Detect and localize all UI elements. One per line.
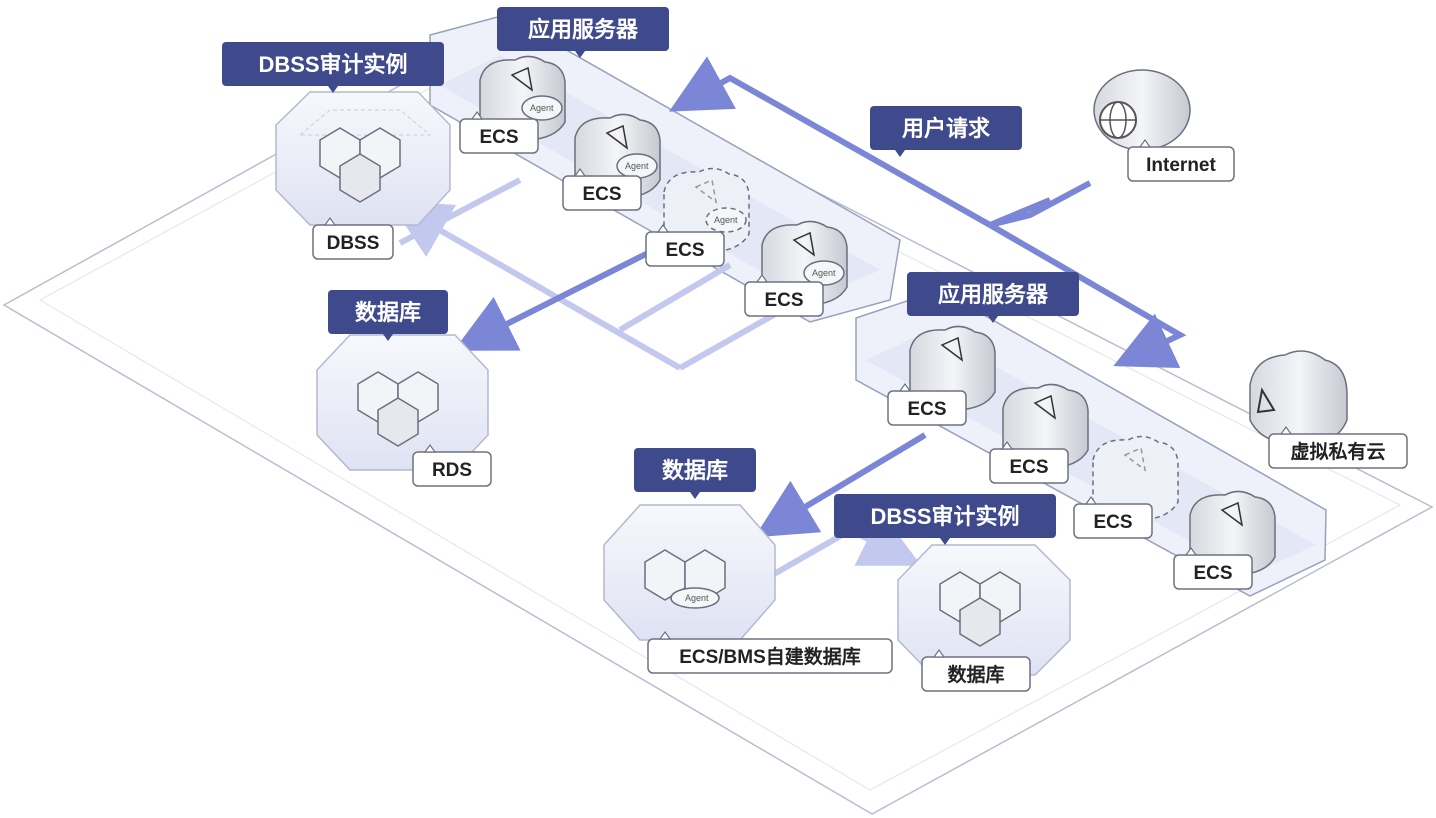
db-flow-1: [453, 250, 650, 351]
title-app-server-1: 应用服务器: [497, 7, 669, 58]
node-label-text: ECS: [764, 290, 803, 311]
agent-text: Agent: [530, 103, 554, 113]
title-dbss-instance-2: DBSS审计实例: [834, 494, 1056, 545]
node-label-ecs-bms-db: ECS/BMS自建数据库: [647, 630, 893, 674]
svg-text:应用服务器: 应用服务器: [938, 282, 1049, 307]
node-label-text: ECS/BMS自建数据库: [679, 645, 861, 668]
title-database-2: 数据库: [634, 448, 756, 499]
node-label-ecs-8: ECS: [1173, 546, 1253, 590]
svg-text:应用服务器: 应用服务器: [528, 17, 639, 42]
audit-flow-1: [389, 201, 682, 371]
node-label-internet: Internet: [1127, 138, 1235, 182]
node-label-text: Internet: [1146, 155, 1216, 176]
node-label-ecs-7: ECS: [1073, 495, 1153, 539]
node-label-ecs-2: ECS: [562, 167, 642, 211]
node-label-ecs-3: ECS: [645, 223, 725, 267]
vpc-cloud-icon: [1249, 350, 1348, 446]
node-label-vpc: 虚拟私有云: [1268, 425, 1408, 469]
rds-cluster-icon: [357, 371, 439, 447]
node-label-text: ECS: [907, 399, 946, 420]
audit-flow-4: [398, 177, 522, 246]
ecs-server-icon: [1092, 435, 1179, 521]
request-flow-3: [988, 222, 1187, 368]
node-label-rds: RDS: [412, 443, 492, 487]
svg-text:用户请求: 用户请求: [902, 116, 990, 141]
node-label-text: ECS: [1009, 457, 1048, 478]
title-dbss-instance-1: DBSS审计实例: [222, 42, 444, 93]
agent-text: Agent: [714, 215, 738, 225]
title-database-1: 数据库: [328, 290, 448, 341]
node-label-text: ECS: [665, 240, 704, 261]
node-label-text: RDS: [432, 460, 472, 481]
node-label-dbss: DBSS: [312, 216, 394, 260]
svg-text:数据库: 数据库: [662, 458, 728, 483]
node-label-database-node: 数据库: [921, 648, 1031, 692]
title-user-request: 用户请求: [870, 106, 1022, 157]
node-label-ecs-6: ECS: [989, 440, 1069, 484]
node-label-text: ECS: [479, 127, 518, 148]
audit-flow-3: [618, 262, 732, 333]
agent-text: Agent: [812, 268, 836, 278]
node-label-text: ECS: [1193, 563, 1232, 584]
db-flow-2: [754, 432, 927, 538]
svg-text:DBSS审计实例: DBSS审计实例: [258, 52, 407, 77]
node-label-text: 虚拟私有云: [1290, 440, 1385, 463]
node-label-ecs-4: ECS: [744, 273, 824, 317]
node-label-text: DBSS: [327, 233, 380, 254]
node-label-ecs-1: ECS: [459, 110, 539, 154]
title-app-server-2: 应用服务器: [907, 272, 1079, 323]
node-label-ecs-5: ECS: [887, 382, 967, 426]
ecs-server-icon: Agent: [663, 167, 750, 253]
request-flow-2: [668, 56, 992, 228]
node-label-text: 数据库: [947, 663, 1004, 686]
node-label-text: ECS: [1093, 512, 1132, 533]
dbss-cluster-icon: [319, 127, 401, 203]
request-flow-1b: [989, 180, 1092, 228]
svg-text:数据库: 数据库: [355, 300, 421, 325]
agent-text-db: Agent: [685, 593, 709, 603]
small-labels: DBSS RDS ECS ECS ECS ECS ECS ECS ECS ECS Internet 虚…: [312, 110, 1408, 692]
internet-globe-icon: [1093, 69, 1191, 151]
agent-text: Agent: [625, 161, 649, 171]
database-cluster-icon: [939, 571, 1021, 647]
audit-flow-6: [854, 512, 922, 566]
svg-text:DBSS审计实例: DBSS审计实例: [870, 504, 1019, 529]
node-label-text: ECS: [582, 184, 621, 205]
self-built-db-cluster-icon: Agent: [644, 549, 726, 609]
